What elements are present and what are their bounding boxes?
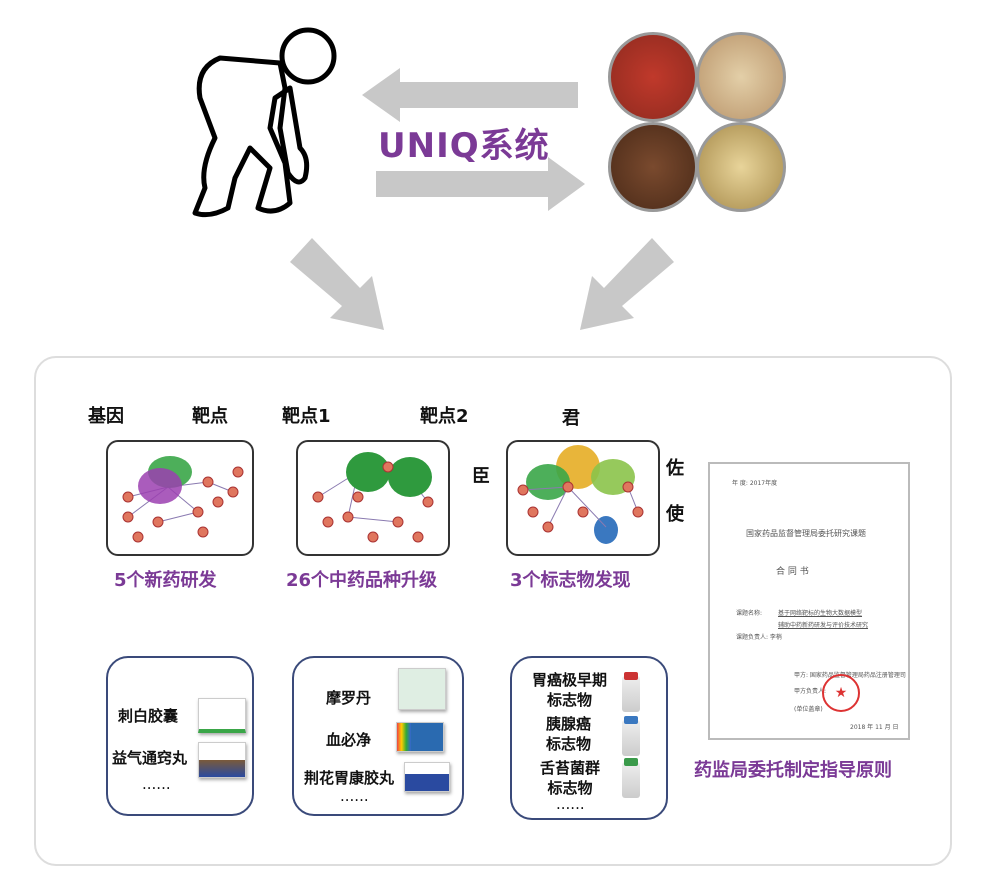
drug-package-image bbox=[198, 742, 246, 778]
marker-item: 胰腺癌 标志物 bbox=[546, 715, 592, 753]
arrow-right-icon bbox=[376, 157, 585, 211]
contract-document: 年 度: 2017年度 国家药品监督管理局委托研究课题 合 同 书 课题名称: … bbox=[708, 462, 910, 740]
doc-seal: (单位盖章) bbox=[794, 706, 823, 713]
drug-item: 刺白胶囊 bbox=[118, 707, 179, 725]
arrow-down-left-icon bbox=[580, 238, 674, 330]
drug-package-image bbox=[396, 722, 444, 752]
tcm-card: 摩罗丹 血必净 荆花胃康胶丸 ...... bbox=[292, 656, 464, 816]
more-ellipsis: ...... bbox=[142, 775, 171, 793]
tcm-item: 荆花胃康胶丸 bbox=[304, 769, 395, 787]
network-panel-2 bbox=[296, 440, 450, 556]
doc-date: 2018 年 11 月 日 bbox=[850, 724, 899, 731]
doc-caption: 药监局委托制定指导原则 bbox=[694, 760, 892, 781]
herbs-image bbox=[604, 28, 790, 214]
doc-title: 合 同 书 bbox=[776, 567, 809, 577]
caption-tcm-upgrade: 26个中药品种升级 bbox=[286, 570, 438, 591]
doc-project-label: 课题名称: bbox=[736, 610, 763, 617]
more-ellipsis: ...... bbox=[556, 795, 585, 813]
label-target-1: 靶点1 bbox=[282, 406, 331, 427]
doc-party-leader: 甲方负责人: bbox=[794, 688, 827, 695]
doc-project-line: 辅助中药新药研发与评价技术研究 bbox=[778, 622, 869, 629]
vial-icon bbox=[622, 758, 640, 798]
drug-package-image bbox=[404, 762, 450, 792]
label-target-2: 靶点2 bbox=[420, 406, 469, 427]
marker-item: 舌苔菌群 标志物 bbox=[540, 759, 601, 797]
results-panel bbox=[34, 356, 952, 866]
label-zuo: 佐 bbox=[666, 458, 684, 479]
label-shi: 使 bbox=[666, 504, 684, 525]
arrow-down-right-icon bbox=[290, 238, 384, 330]
label-chen: 臣 bbox=[472, 466, 490, 487]
vial-icon bbox=[622, 672, 640, 712]
caption-new-drugs: 5个新药研发 bbox=[114, 570, 217, 591]
flow-arrows bbox=[290, 68, 674, 330]
marker-item: 胃癌极早期 标志物 bbox=[532, 671, 608, 709]
network-panel-1 bbox=[106, 440, 254, 556]
doc-heading: 国家药品监督管理局委托研究课题 bbox=[746, 529, 866, 538]
label-jun: 君 bbox=[562, 408, 580, 429]
doc-leader: 课题负责人: 李梢 bbox=[736, 634, 782, 641]
label-gene: 基因 bbox=[88, 406, 124, 427]
drug-package-image bbox=[398, 668, 446, 710]
doc-year: 年 度: 2017年度 bbox=[732, 480, 778, 487]
arrow-left-icon bbox=[362, 68, 578, 122]
new-drugs-card: 刺白胶囊 益气通窍丸 ...... bbox=[106, 656, 254, 816]
drug-package-image bbox=[198, 698, 246, 733]
more-ellipsis: ...... bbox=[340, 787, 369, 805]
system-title: UNIQ系统 bbox=[378, 126, 550, 166]
network-panel-3 bbox=[506, 440, 660, 556]
label-target: 靶点 bbox=[192, 406, 228, 427]
doc-project-line: 基于网络靶标的生物大数据模型 bbox=[778, 610, 863, 617]
drug-item: 益气通窍丸 bbox=[112, 749, 188, 767]
official-seal-icon: ★ bbox=[822, 674, 860, 712]
vial-icon bbox=[622, 716, 640, 756]
tcm-item: 摩罗丹 bbox=[326, 689, 372, 707]
patient-figure-icon bbox=[192, 27, 337, 218]
markers-card: 胃癌极早期 标志物 胰腺癌 标志物 舌苔菌群 标志物 ...... bbox=[510, 656, 668, 820]
tcm-item: 血必净 bbox=[326, 731, 372, 749]
caption-markers: 3个标志物发现 bbox=[510, 570, 631, 591]
